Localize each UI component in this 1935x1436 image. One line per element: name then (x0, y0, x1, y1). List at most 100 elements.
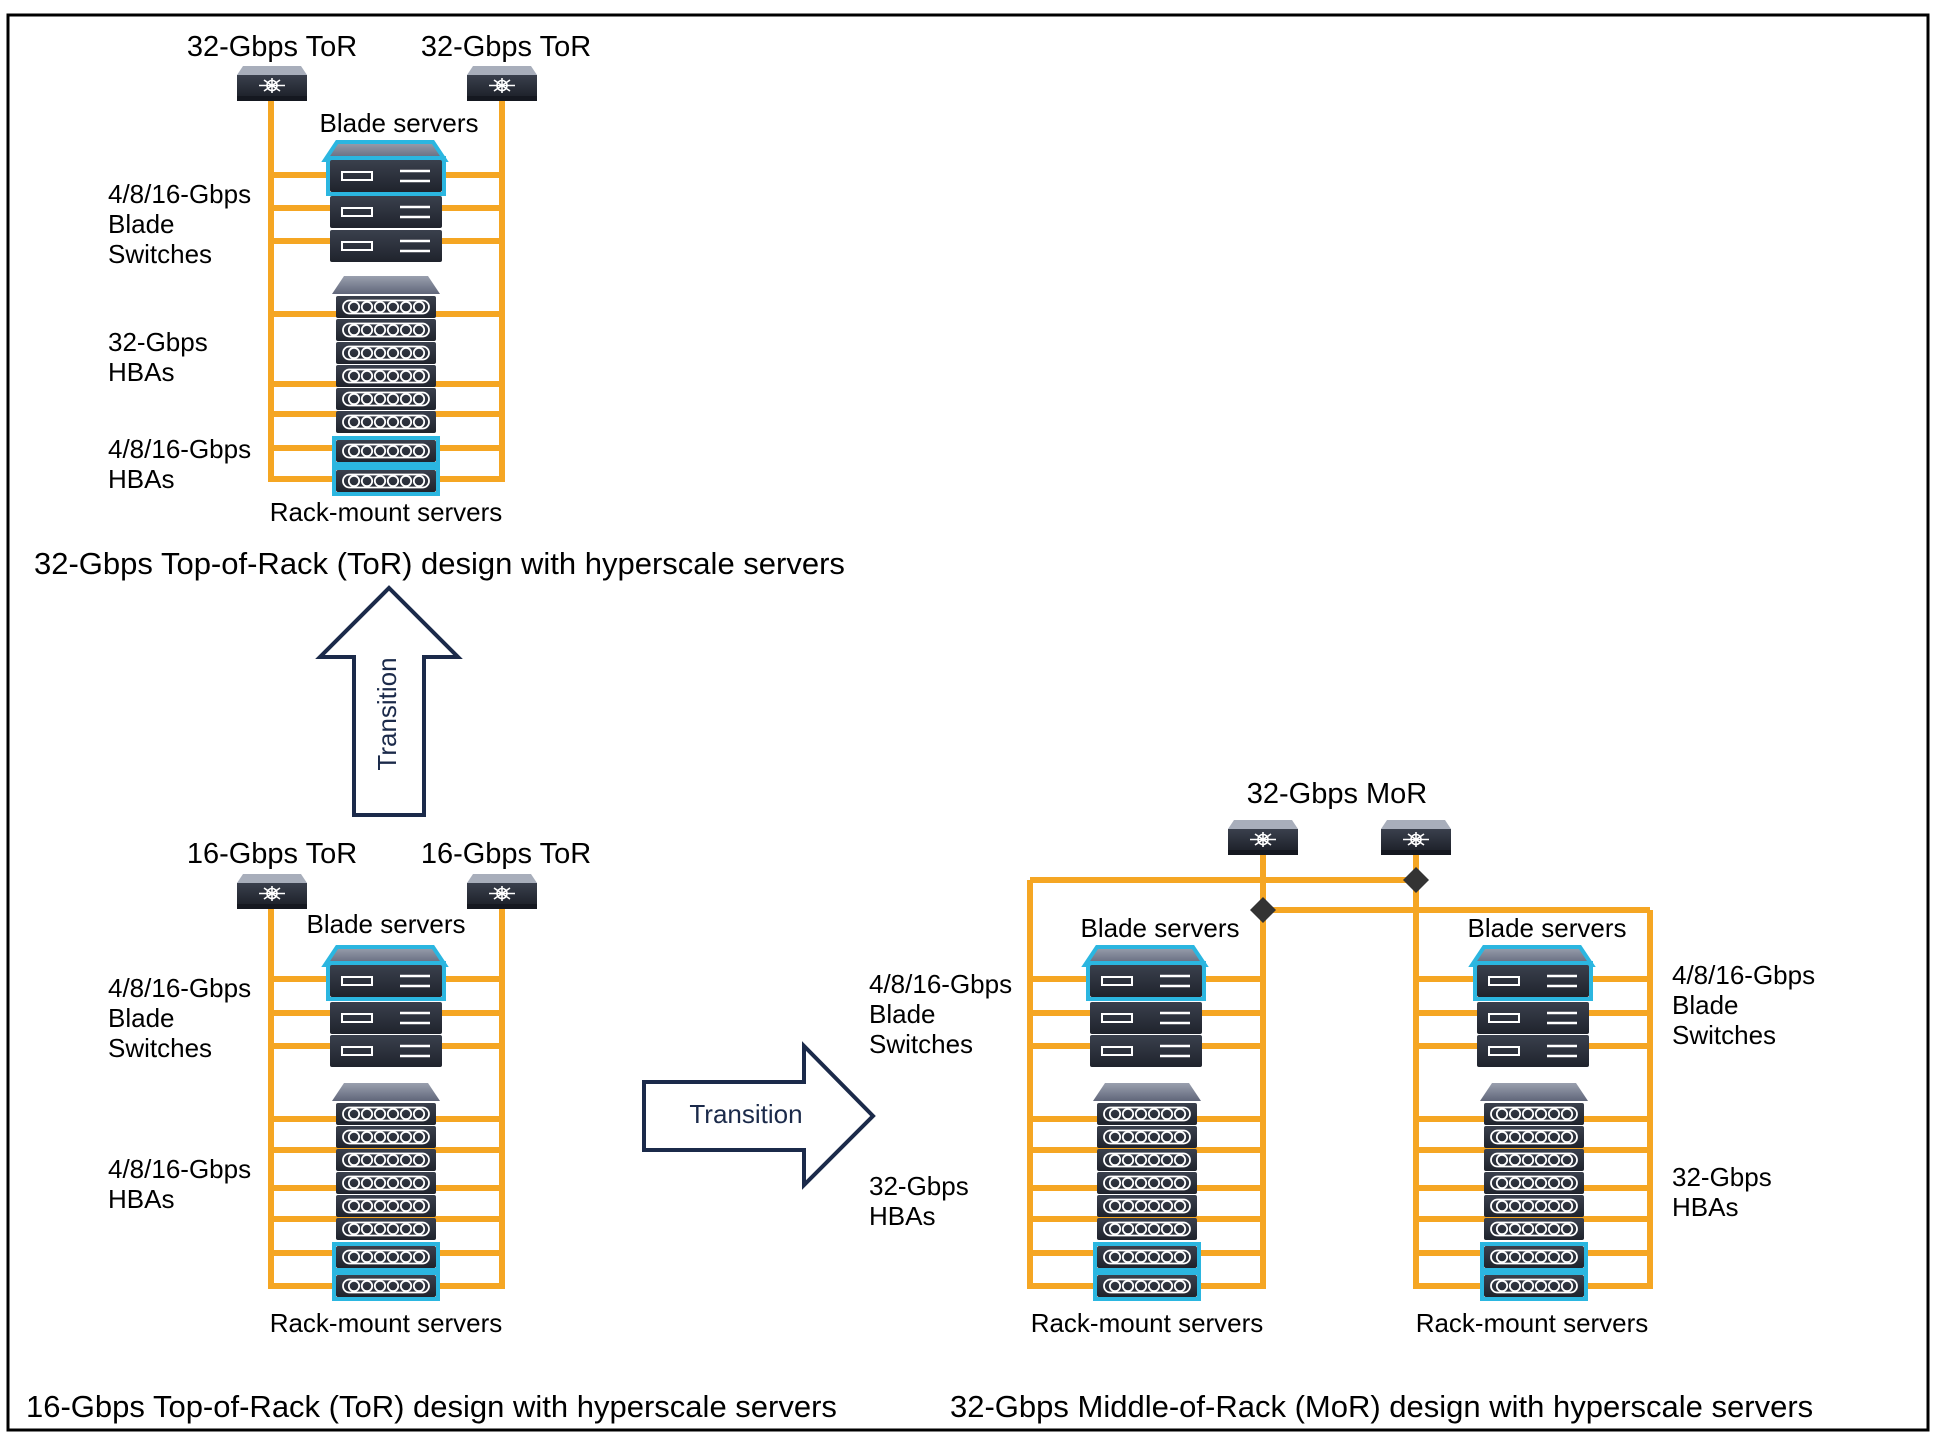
blade-switch-icon (1475, 1033, 1591, 1069)
transition-arrow-icon (315, 585, 463, 817)
blade-switch-icon (328, 1033, 444, 1069)
rack-highlight (1093, 1271, 1201, 1301)
switch-label: 16-Gbps ToR (421, 838, 591, 870)
blade-switch-icon (328, 228, 444, 264)
rack-top (1093, 1083, 1201, 1101)
blade-servers-title: Blade servers (307, 909, 466, 939)
blade-servers-title: Blade servers (320, 108, 479, 138)
hba-label: 4/8/16-Gbps HBAs (108, 1154, 258, 1214)
rack-server-icon (1483, 1125, 1585, 1149)
rack-top (332, 1083, 440, 1101)
rack-server-icon (1483, 1194, 1585, 1218)
blade-highlight (1473, 961, 1593, 1001)
rack-server-icon (335, 1148, 437, 1172)
blade-switches-label: 4/8/16-Gbps Blade Switches (108, 179, 258, 269)
switch-label: 16-Gbps ToR (187, 838, 357, 870)
rack-highlight (1480, 1271, 1588, 1301)
rack-highlight (332, 1271, 440, 1301)
rack-server-icon (1483, 1217, 1585, 1241)
hba-label: 32-Gbps HBAs (1672, 1162, 1779, 1222)
rack-server-icon (1483, 1102, 1585, 1126)
blade-highlight (1086, 961, 1206, 1001)
rack-top (332, 276, 440, 294)
rack-server-icon (1096, 1148, 1198, 1172)
rack-server-icon (335, 1171, 437, 1195)
hba-label-lower: 4/8/16-Gbps HBAs (108, 434, 258, 494)
transition-arrow-icon (642, 1041, 876, 1190)
transition-arrow-right: Transition (642, 1041, 876, 1190)
transition-label: Transition (689, 1099, 802, 1129)
blade-servers-title: Blade servers (1468, 913, 1627, 943)
rack-server-icon (335, 295, 437, 319)
panel-top-left: 32-Gbps ToR 32-Gbps ToR Blade servers 4/… (34, 31, 845, 581)
rack-top (1480, 1083, 1588, 1101)
blade-switch-icon (1088, 963, 1204, 999)
rack-server-icon (1096, 1125, 1198, 1149)
rack-server-icon (335, 364, 437, 388)
blade-switch-icon (328, 1000, 444, 1036)
rack-server-icon (1096, 1102, 1198, 1126)
diamond-junction-icon (1250, 897, 1276, 923)
rack-server-icon (1483, 1245, 1585, 1269)
rack-mount-servers-title: Rack-mount servers (270, 497, 503, 527)
switch-label: 32-Gbps ToR (421, 31, 591, 63)
rack-server-icon (335, 387, 437, 411)
rack-server-icon (335, 318, 437, 342)
blade-switch-icon (1475, 963, 1591, 999)
panel-bottom-left: 16-Gbps ToR 16-Gbps ToR Blade servers 4/… (26, 838, 837, 1424)
rack-highlight (332, 436, 440, 466)
rack-server-icon (1483, 1171, 1585, 1195)
blade-switches-label: 4/8/16-Gbps Blade Switches (1672, 960, 1822, 1050)
rack-mount-servers-title: Rack-mount servers (270, 1308, 503, 1338)
hba-label: 32-Gbps HBAs (869, 1171, 976, 1231)
rack-server-icon (335, 1194, 437, 1218)
blade-switch-icon (1475, 1000, 1591, 1036)
diamond-junction-icon (1403, 867, 1429, 893)
rack-server-icon (1096, 1194, 1198, 1218)
rack-server-icon (335, 1274, 437, 1298)
rack-server-icon (335, 1102, 437, 1126)
blade-switches-label: 4/8/16-Gbps Blade Switches (108, 973, 258, 1063)
switch-icon (1227, 819, 1299, 856)
rack-mount-servers-title: Rack-mount servers (1031, 1308, 1264, 1338)
blade-switch-icon (1088, 1000, 1204, 1036)
blade-switches-label: 4/8/16-Gbps Blade Switches (869, 969, 1019, 1059)
rack-server-icon (335, 1217, 437, 1241)
switch-icon (466, 65, 538, 102)
switch-icon (1380, 819, 1452, 856)
rack-highlight (332, 466, 440, 496)
switch-icon (466, 873, 538, 910)
switch-icon (236, 65, 308, 102)
panel-bottom-right: 32-Gbps MoR (869, 778, 1822, 1424)
hba-label-upper: 32-Gbps HBAs (108, 327, 215, 387)
rack-server-icon (1483, 1148, 1585, 1172)
blade-highlight (326, 961, 446, 1001)
rack-server-icon (335, 410, 437, 434)
rack-server-icon (1483, 1274, 1585, 1298)
rack-server-icon (335, 469, 437, 493)
blade-switch-icon (328, 194, 444, 230)
diagram-border (6, 13, 1930, 1432)
rack-highlight (332, 1242, 440, 1272)
transition-label: Transition (372, 657, 402, 770)
mor-rack-right: Blade servers 4/8/16-Gbps Blade Switches (1416, 913, 1822, 1338)
rack-server-icon (1096, 1274, 1198, 1298)
mor-switch-label: 32-Gbps MoR (1247, 778, 1428, 810)
rack-server-icon (335, 1125, 437, 1149)
panel-caption: 16-Gbps Top-of-Rack (ToR) design with hy… (26, 1389, 837, 1424)
blade-switch-icon (1088, 1033, 1204, 1069)
rack-mount-servers-title: Rack-mount servers (1416, 1308, 1649, 1338)
rack-server-icon (335, 439, 437, 463)
switch-label: 32-Gbps ToR (187, 31, 357, 63)
rack-server-icon (1096, 1217, 1198, 1241)
blade-switch-icon (328, 158, 444, 194)
blade-servers-title: Blade servers (1081, 913, 1240, 943)
mor-rack-left: Blade servers 4/8/16-Gbps Blade Switches (869, 913, 1263, 1338)
switch-icon (236, 873, 308, 910)
rack-server-icon (1096, 1171, 1198, 1195)
blade-highlight (326, 156, 446, 196)
panel-caption: 32-Gbps Top-of-Rack (ToR) design with hy… (34, 546, 845, 581)
rack-highlight (1480, 1242, 1588, 1272)
rack-server-icon (335, 341, 437, 365)
